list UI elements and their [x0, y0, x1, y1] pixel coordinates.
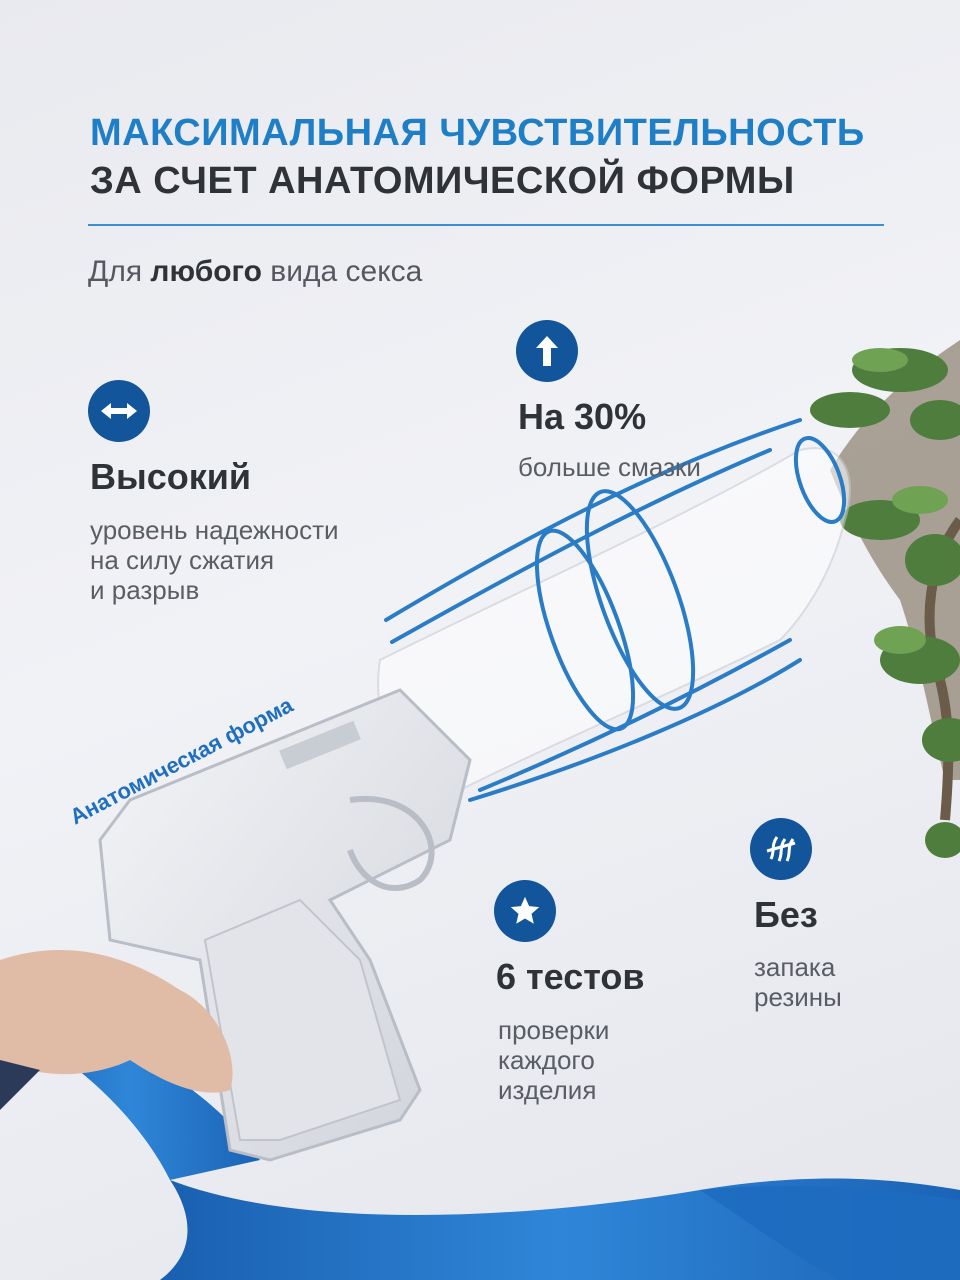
page-title-line1: МАКСИМАЛЬНАЯ ЧУВСТВИТЕЛЬНОСТЬ [90, 112, 865, 154]
arrow-up-icon [516, 320, 578, 382]
svg-text:Анатомическая форма: Анатомическая форма [66, 692, 298, 830]
lubricant-text: больше смазки [518, 452, 701, 482]
tests-text: проверки каждого изделия [498, 1015, 610, 1105]
contour-lines [384, 418, 847, 802]
hand-shape [0, 950, 233, 1110]
double-arrow-icon [88, 380, 150, 442]
gun-shape [98, 688, 472, 1162]
no-smell-icon [750, 818, 812, 880]
reliability-heading: Высокий [90, 456, 252, 497]
smell-heading: Без [754, 894, 818, 935]
smell-text: запака резины [754, 952, 842, 1012]
tests-heading: 6 тестов [496, 956, 645, 997]
star-icon [494, 880, 556, 942]
header-divider [88, 224, 884, 226]
page-title-line2: ЗА СЧЕТ АНАТОМИЧЕСКОЙ ФОРМЫ [90, 160, 795, 202]
page-subtitle: Для любого вида секса [88, 255, 423, 288]
anatomical-shape-label: Анатомическая форма [66, 692, 298, 830]
plant-decoration [810, 340, 960, 858]
reliability-text: уровень надежности на силу сжатия и разр… [90, 515, 339, 605]
lubricant-heading: На 30% [518, 396, 647, 437]
